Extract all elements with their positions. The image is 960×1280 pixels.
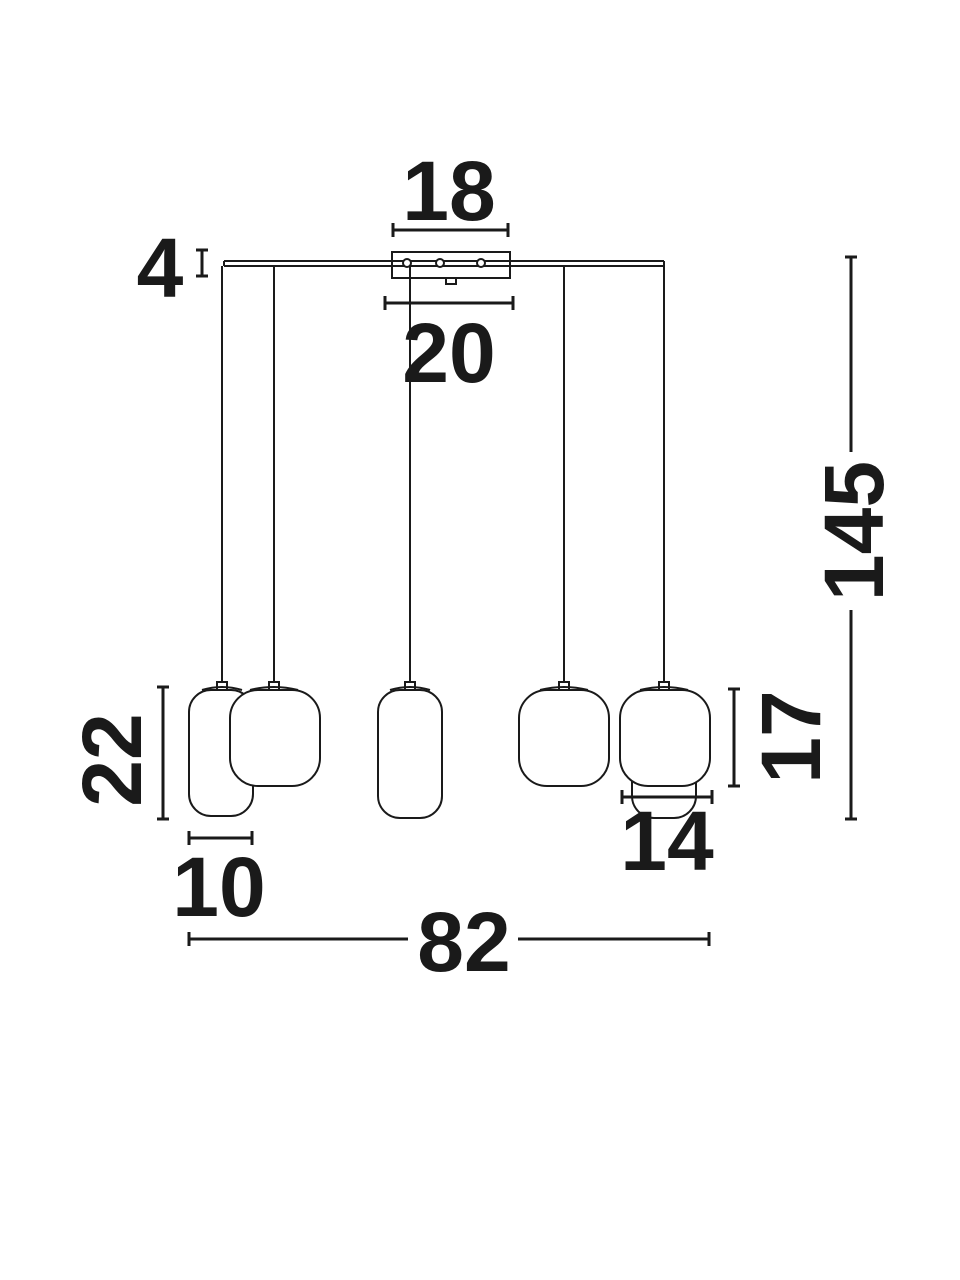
round-shade-left (229, 689, 321, 787)
canopy-bottom-width-label: 20 (402, 306, 495, 400)
tall-shade-center (377, 689, 443, 819)
canopy-height-label: 4 (137, 221, 184, 315)
bar-fixing-point (402, 258, 412, 268)
dimension-lines (157, 223, 857, 946)
round-shade-width-label: 14 (620, 794, 714, 888)
round-shade-height-label: 17 (744, 690, 838, 783)
suspension-cords (221, 266, 665, 682)
glass-shades (188, 681, 711, 819)
support-bar (223, 258, 665, 268)
total-width-label: 82 (417, 895, 510, 989)
tall-shade-width-label: 10 (172, 840, 265, 934)
dimension-labels: 18 4 20 145 22 10 17 14 82 (65, 144, 901, 989)
total-height-label: 145 (807, 461, 901, 601)
canopy-top-width-label: 18 (402, 144, 495, 238)
bar-fixing-point (435, 258, 445, 268)
canopy-knob (445, 277, 457, 285)
round-shade-right-center (518, 689, 610, 787)
tall-shade-height-label: 22 (65, 713, 159, 806)
bar-fixing-point (476, 258, 486, 268)
round-shade-right (619, 689, 711, 787)
